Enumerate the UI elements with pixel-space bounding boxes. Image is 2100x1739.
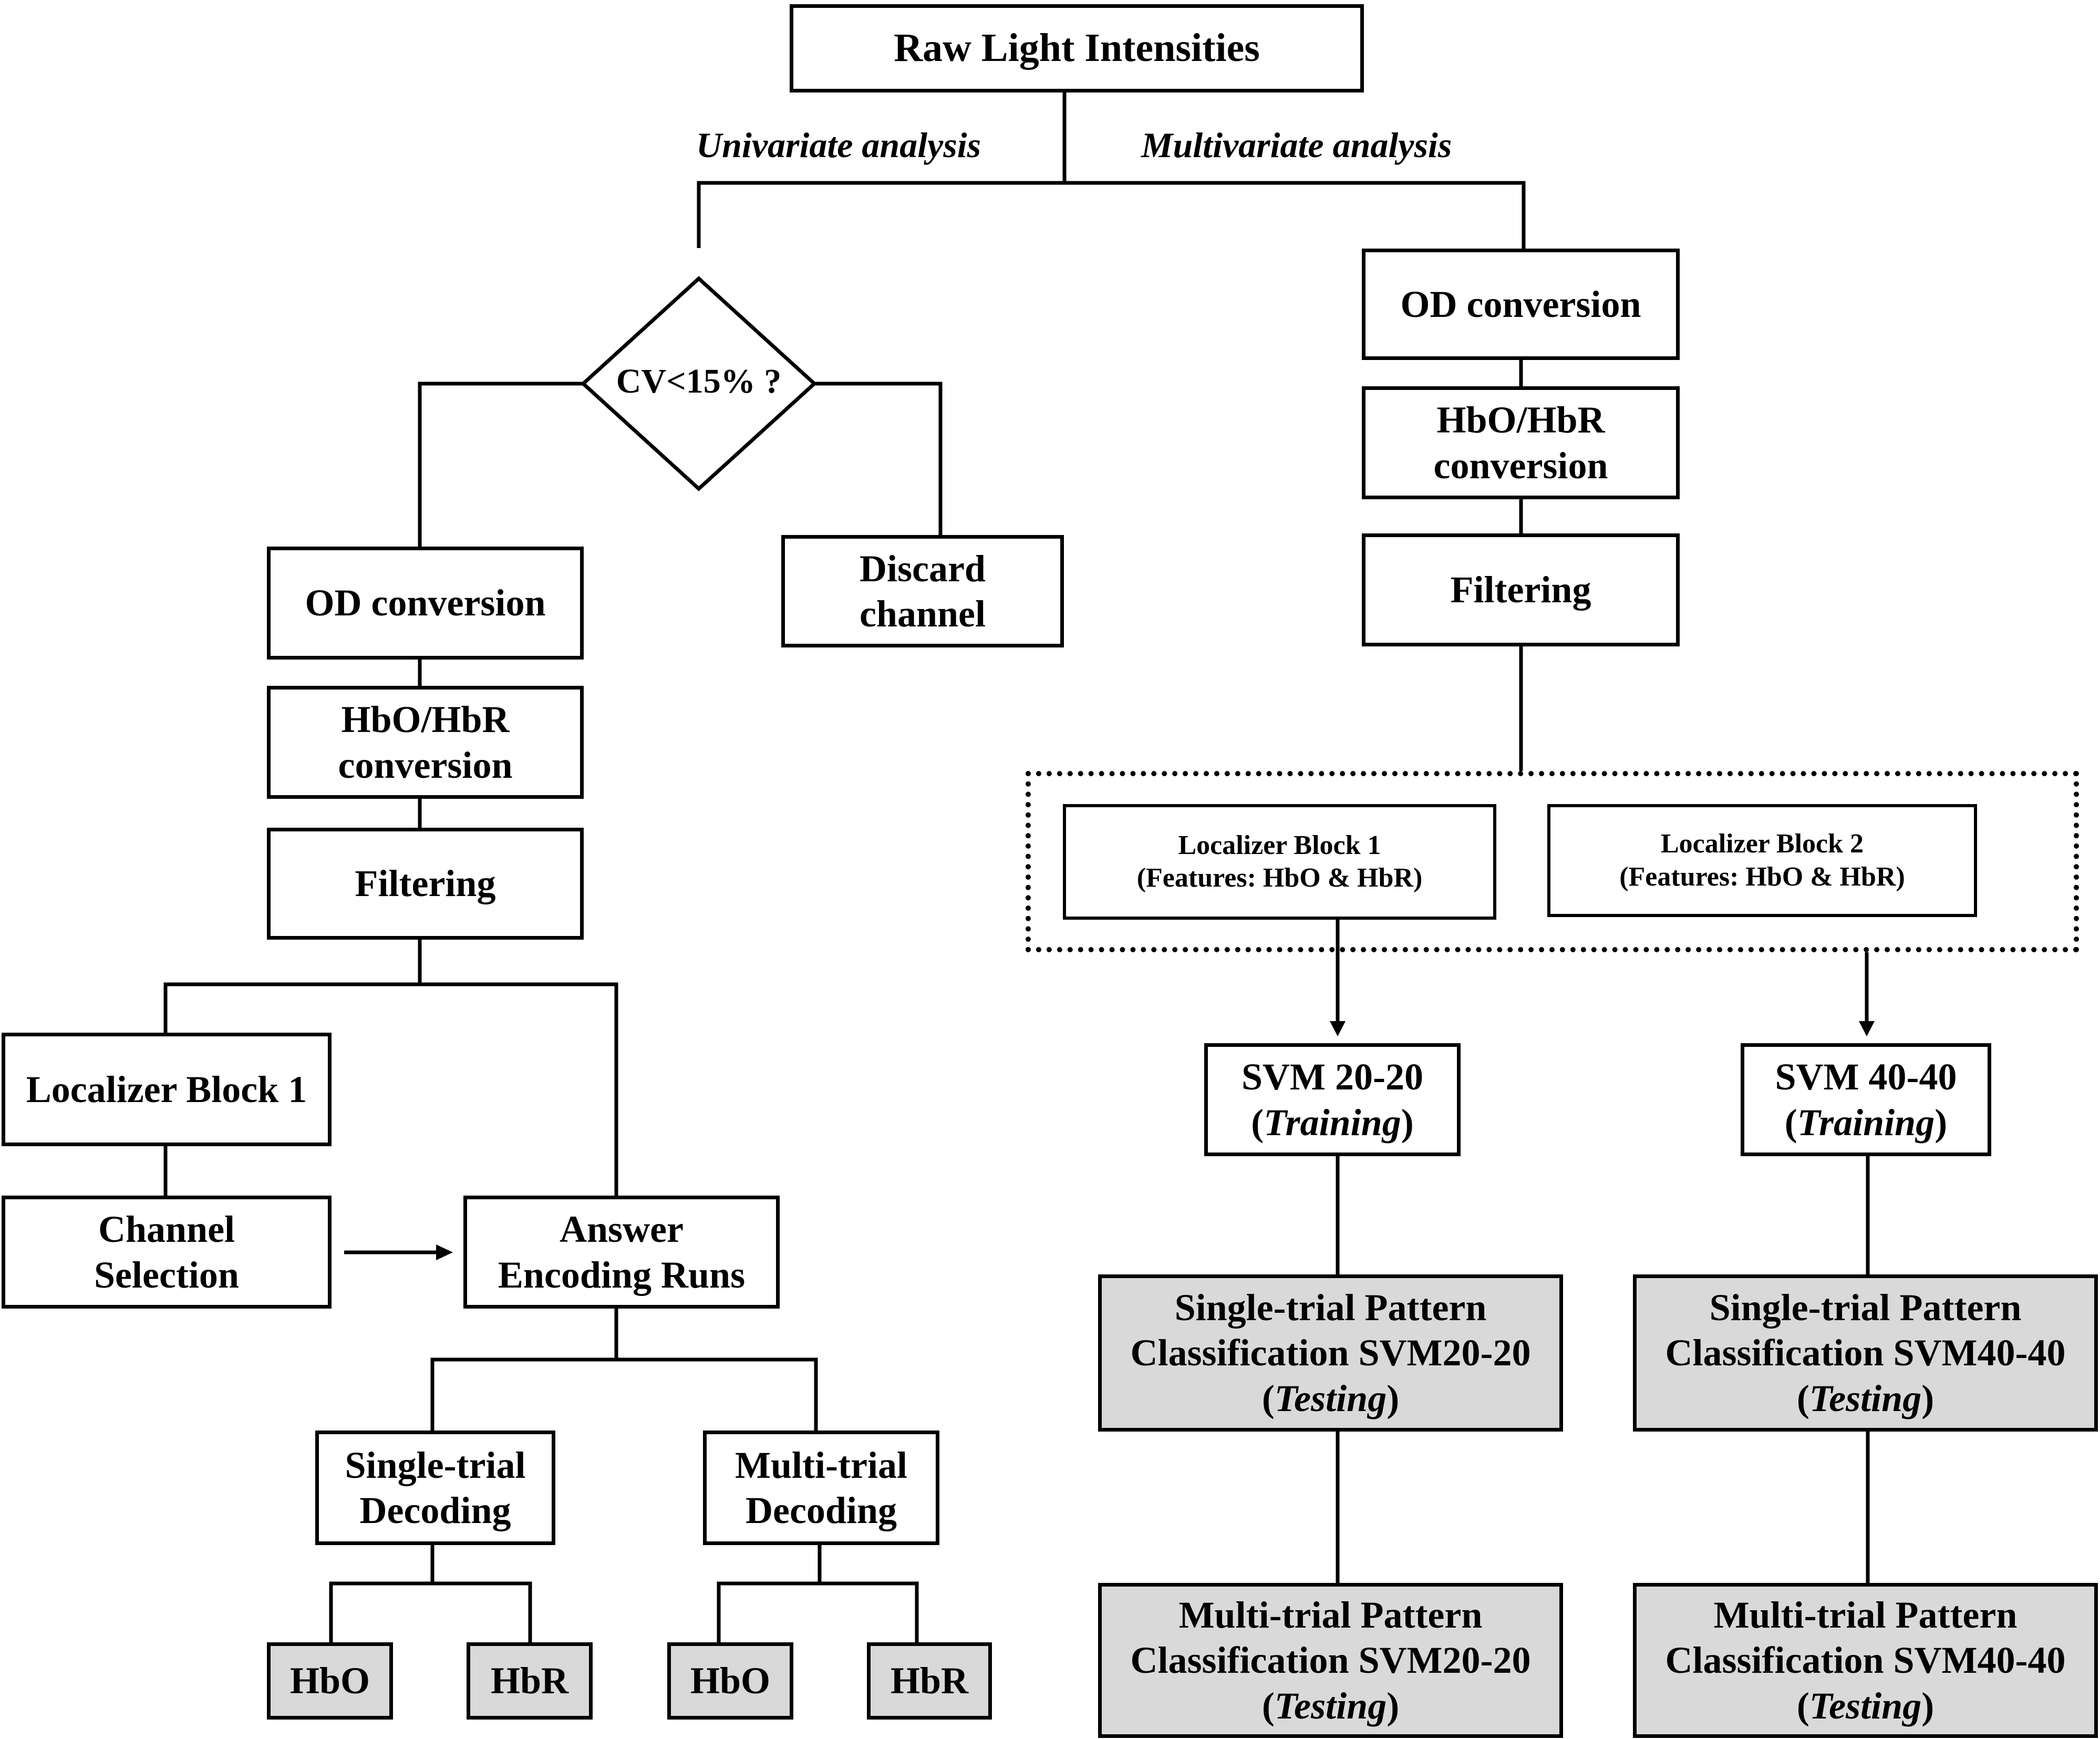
multi-trial-hbo-box: HbO <box>667 1642 793 1720</box>
univariate-filtering-box: Filtering <box>267 828 584 940</box>
svm-20-20-training-label: Training <box>1264 1101 1401 1144</box>
multi-trial-hbr-box: HbR <box>867 1642 992 1720</box>
multivariate-od-conversion-box: OD conversion <box>1362 249 1680 360</box>
univariate-hb-conversion-box: HbO/HbR conversion <box>267 686 584 799</box>
multi-trial-svm20-testing-box: Multi-trial Pattern Classification SVM20… <box>1098 1583 1563 1738</box>
multi-trial-decoding-box: Multi-trial Decoding <box>703 1431 939 1545</box>
localizer-block-1-box: Localizer Block 1 (Features: HbO & HbR) <box>1063 804 1496 920</box>
univariate-localizer-block-box: Localizer Block 1 <box>2 1033 332 1146</box>
multivariate-hb-conversion-box: HbO/HbR conversion <box>1362 386 1680 499</box>
localizer-block-2-box: Localizer Block 2 (Features: HbO & HbR) <box>1547 804 1977 917</box>
multivariate-analysis-label: Multivariate analysis <box>1141 125 1452 165</box>
univariate-analysis-label: Univariate analysis <box>696 125 981 165</box>
single-trial-decoding-box: Single-trial Decoding <box>315 1431 555 1545</box>
channel-selection-box: Channel Selection <box>2 1196 332 1309</box>
answer-encoding-runs-box: Answer Encoding Runs <box>463 1196 780 1309</box>
multi-trial-svm40-testing-box: Multi-trial Pattern Classification SVM40… <box>1633 1583 2098 1738</box>
multi-trial-svm20-testing-label: Testing <box>1274 1684 1387 1727</box>
single-trial-svm20-testing-box: Single-trial Pattern Classification SVM2… <box>1098 1274 1563 1432</box>
localizer-blocks-group <box>1026 771 2079 952</box>
svm-40-40-training-label: Training <box>1797 1101 1935 1144</box>
single-trial-svm40-testing-box: Single-trial Pattern Classification SVM4… <box>1633 1274 2098 1432</box>
multivariate-filtering-box: Filtering <box>1362 533 1680 646</box>
univariate-od-conversion-box: OD conversion <box>267 547 584 660</box>
single-trial-svm20-testing-label: Testing <box>1274 1377 1387 1419</box>
cv-decision-label: CV<15% ? <box>616 362 782 400</box>
discard-channel-box: Discard channel <box>781 535 1064 647</box>
single-trial-svm40-testing-label: Testing <box>1809 1377 1922 1419</box>
svm-40-40-training-box: SVM 40-40 (Training) <box>1741 1043 1991 1156</box>
single-trial-hbr-box: HbR <box>467 1642 593 1720</box>
svm-20-20-training-box: SVM 20-20 (Training) <box>1204 1043 1461 1156</box>
raw-light-intensities-box: Raw Light Intensities <box>790 4 1364 92</box>
single-trial-hbo-box: HbO <box>267 1642 393 1720</box>
multi-trial-svm40-testing-label: Testing <box>1809 1684 1922 1727</box>
